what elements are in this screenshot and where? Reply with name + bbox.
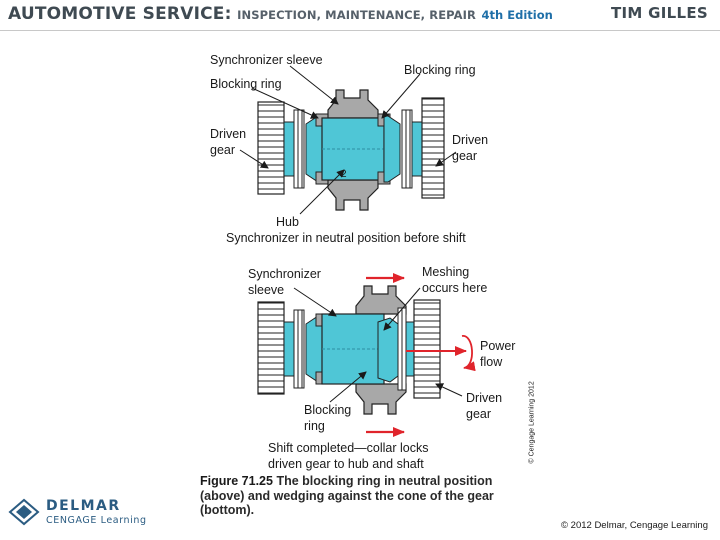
top-sleeve-upper (327, 89, 379, 119)
label-blocking-ring-left: Blocking ring (210, 77, 282, 91)
top-synchronizer-diagram: 2 Synchronizer sleeve Blocking ring Bloc… (210, 53, 488, 245)
bottom-left-driven-gear (257, 301, 305, 395)
top-diagram-caption: Synchronizer in neutral position before … (226, 231, 466, 245)
bottom-synchronizer-diagram: Synchronizer sleeve Meshing occurs here … (248, 265, 515, 471)
label-power-flow-1: Power (480, 339, 515, 353)
figure-number: Figure 71.25 (200, 474, 273, 488)
bottom-right-blocking-ring (377, 317, 399, 383)
label-power-flow-2: flow (480, 355, 503, 369)
book-title-sub: INSPECTION, MAINTENANCE, REPAIR (237, 8, 476, 22)
right-blocking-ring (383, 115, 401, 183)
power-flow-rotation-arrow (461, 335, 476, 372)
delmar-logo: DELMAR CENGAGE Learning (8, 496, 146, 530)
footer-copyright: © 2012 Delmar, Cengage Learning (561, 520, 708, 531)
logo-tagline: CENGAGE Learning (46, 515, 147, 526)
header-bar: AUTOMOTIVE SERVICE: INSPECTION, MAINTENA… (0, 0, 720, 31)
label-blocking-ring-right: Blocking ring (404, 63, 476, 77)
label-meshing-1: Meshing (422, 265, 469, 279)
label-bottom-synchronizer-1: Synchronizer (248, 267, 321, 281)
delmar-logo-icon (8, 498, 40, 526)
label-driven-gear-left-2: gear (210, 143, 235, 157)
label-driven-gear-left-1: Driven (210, 127, 246, 141)
label-driven-gear-right-1: Driven (452, 133, 488, 147)
bottom-caption-1: Shift completed—collar locks (268, 441, 428, 455)
label-bottom-driven-1: Driven (466, 391, 502, 405)
figure-caption: Figure 71.25 The blocking ring in neutra… (200, 474, 520, 518)
book-title-main: AUTOMOTIVE SERVICE: (8, 4, 232, 24)
label-hub: Hub (276, 215, 299, 229)
left-driven-gear (257, 101, 305, 195)
book-edition: 4th Edition (481, 8, 553, 22)
bottom-caption-2: driven gear to hub and shaft (268, 457, 424, 471)
label-meshing-2: occurs here (422, 281, 487, 295)
side-copyright: © Cengage Learning 2012 (522, 381, 536, 468)
figure-caption-text: The blocking ring in neutral position (a… (200, 474, 494, 517)
logo-name: DELMAR (46, 498, 121, 514)
right-driven-gear (401, 97, 445, 199)
author-name: TIM GILLES (610, 4, 708, 22)
label-bottom-blocking-1: Blocking (304, 403, 351, 417)
side-copyright-text: © Cengage Learning 2012 (528, 381, 536, 464)
top-sleeve-lower (327, 179, 379, 211)
label-bottom-synchronizer-2: sleeve (248, 283, 284, 297)
label-synchronizer-sleeve: Synchronizer sleeve (210, 53, 323, 67)
bottom-sleeve-lower (355, 383, 407, 415)
label-bottom-blocking-2: ring (304, 419, 325, 433)
book-title: AUTOMOTIVE SERVICE: INSPECTION, MAINTENA… (8, 3, 553, 26)
label-bottom-driven-2: gear (466, 407, 491, 421)
label-driven-gear-right-2: gear (452, 149, 477, 163)
